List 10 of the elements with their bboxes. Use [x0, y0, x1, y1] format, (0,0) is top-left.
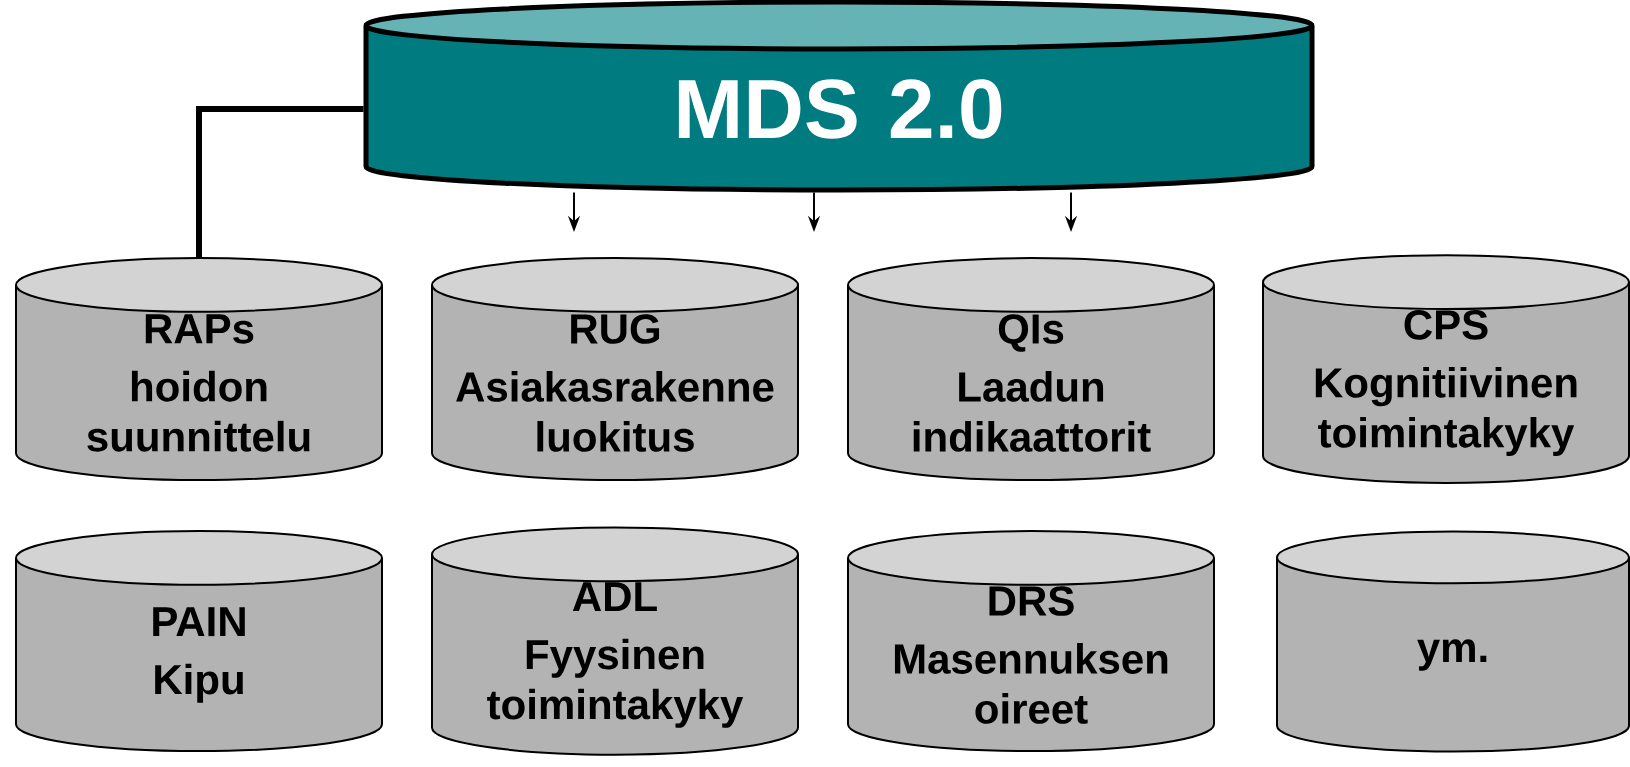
module-cylinder: RUG Asiakasrakenne luokitus	[431, 257, 799, 482]
database-cylinder: MDS 2.0	[363, 0, 1315, 193]
module-cylinder: PAIN Kipu	[15, 530, 383, 753]
module-cylinder: DRS Masennuksen oireet	[847, 530, 1215, 753]
module-cylinder: ADL Fyysinen toimintakyky	[431, 526, 799, 756]
module-cylinder: RAPs hoidon suunnittelu	[15, 257, 383, 482]
module-cylinder: QIs Laadun indikaattorit	[847, 257, 1215, 482]
connector-line	[196, 106, 364, 258]
module-cylinder: CPS Kognitiivinen toimintakyky	[1262, 254, 1630, 484]
module-cylinder: ym.	[1276, 530, 1630, 753]
